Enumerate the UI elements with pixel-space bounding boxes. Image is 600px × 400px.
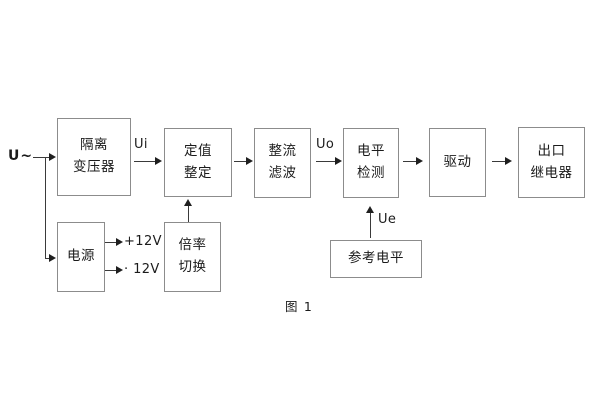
arrow-plus12v-head — [116, 238, 123, 246]
arrow-drive-to-relay-line — [492, 161, 506, 162]
block-setting-value-line-2: 整定 — [184, 164, 212, 181]
block-output-relay-line-2: 继电器 — [530, 164, 573, 181]
input-stub-line — [33, 157, 45, 158]
arrow-transformer-to-setting-line — [134, 161, 156, 162]
arrow-rectify-to-level-head — [335, 157, 342, 165]
block-isolation-transformer[interactable]: 隔离 变压器 — [57, 118, 131, 196]
arrow-level-to-drive-line — [403, 161, 417, 162]
branch-to-transformer-line — [45, 157, 50, 158]
arrow-plus12v-line — [105, 242, 117, 243]
block-level-detection-line-1: 电平 — [357, 143, 385, 160]
figure-caption: 图 1 — [285, 299, 314, 314]
block-power-supply[interactable]: 电源 — [57, 222, 105, 292]
block-rectify-filter-line-1: 整流 — [268, 143, 297, 160]
block-drive[interactable]: 驱动 — [429, 128, 486, 197]
arrow-setting-to-rectify-line — [234, 161, 247, 162]
input-branch-trunk — [45, 157, 46, 258]
block-reference-level[interactable]: 参考电平 — [330, 240, 422, 278]
branch-to-power-arrowhead — [49, 254, 56, 262]
arrow-multiplier-to-setting-line — [188, 205, 189, 222]
arrow-setting-to-rectify-head — [246, 157, 253, 165]
block-isolation-transformer-line-1: 隔离 — [80, 137, 108, 154]
block-isolation-transformer-line-2: 变压器 — [73, 159, 115, 175]
arrow-level-to-drive-head — [416, 157, 423, 165]
signal-label-ue: Ue — [378, 212, 397, 227]
arrow-drive-to-relay-head — [505, 157, 512, 165]
block-reference-level-line-1: 参考电平 — [348, 250, 404, 267]
block-setting-value[interactable]: 定值 整定 — [164, 128, 232, 197]
block-rectify-filter-line-2: 滤波 — [268, 165, 297, 181]
signal-label-uo: Uo — [316, 137, 335, 152]
block-setting-value-line-1: 定值 — [184, 142, 212, 159]
arrow-minus12v-head — [116, 266, 123, 274]
arrow-transformer-to-setting-head — [155, 157, 162, 165]
arrow-multiplier-to-setting-head — [184, 199, 192, 206]
block-multiplier-switch-line-1: 倍率 — [178, 237, 207, 254]
signal-label-ui: Ui — [134, 137, 148, 152]
arrow-rectify-to-level-line — [316, 161, 336, 162]
block-level-detection[interactable]: 电平 检测 — [343, 128, 399, 198]
rail-label-minus-12v: · 12V — [124, 262, 160, 277]
block-power-supply-line-1: 电源 — [67, 248, 95, 265]
block-rectify-filter[interactable]: 整流 滤波 — [254, 128, 311, 198]
block-multiplier-switch[interactable]: 倍率 切换 — [164, 222, 221, 292]
block-drive-line-1: 驱动 — [443, 153, 472, 170]
arrow-reference-to-level-line — [370, 212, 371, 238]
arrow-reference-to-level-head — [366, 206, 374, 213]
block-output-relay[interactable]: 出口 继电器 — [518, 127, 585, 198]
block-level-detection-line-2: 检测 — [357, 165, 385, 181]
branch-to-power-line — [45, 258, 50, 259]
rail-label-plus-12v: +12V — [124, 234, 162, 249]
arrow-minus12v-line — [105, 270, 117, 271]
block-output-relay-line-1: 出口 — [537, 142, 566, 159]
input-voltage-label: U~ — [8, 148, 34, 164]
branch-to-transformer-arrowhead — [49, 153, 56, 161]
block-multiplier-switch-line-2: 切换 — [178, 259, 207, 275]
